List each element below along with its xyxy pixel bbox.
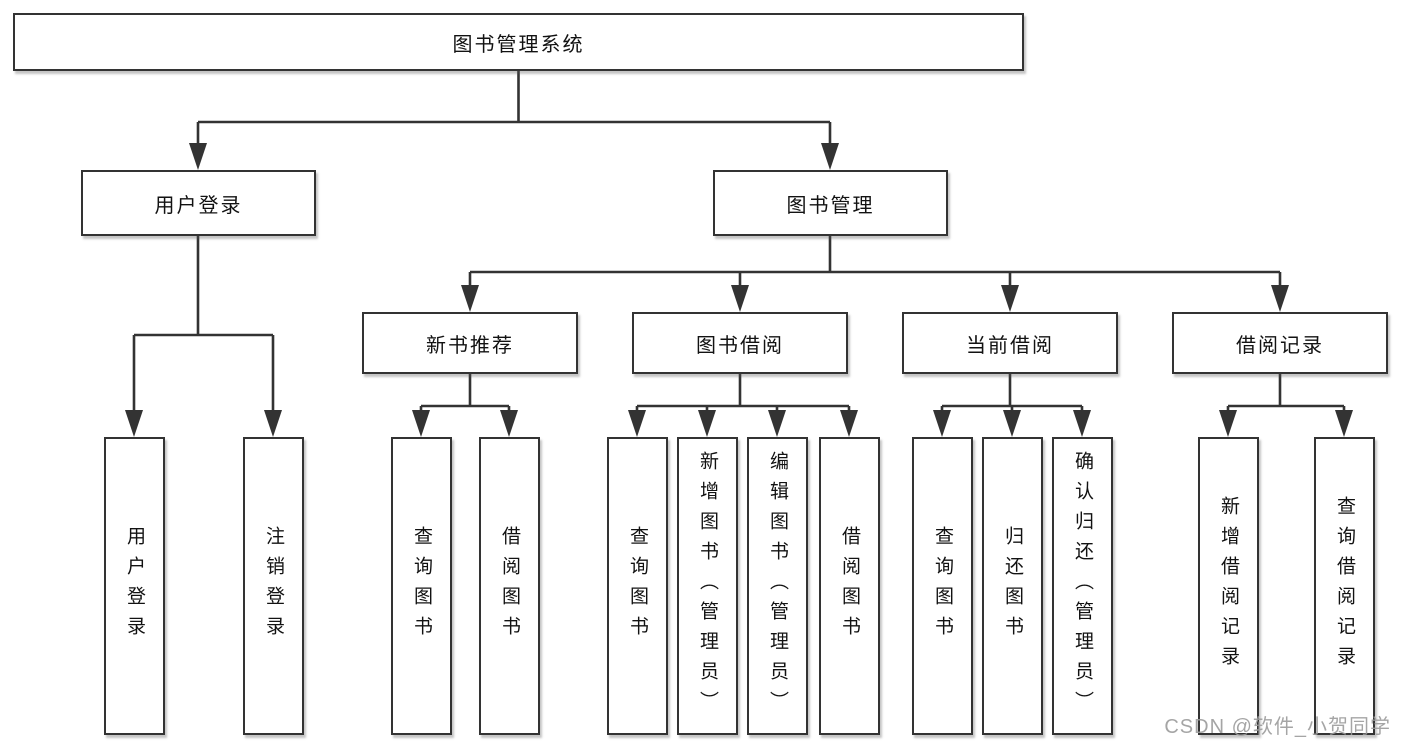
arrow-down-icon <box>500 410 518 437</box>
edge-bookborrow-to-leaves <box>628 374 858 437</box>
edge-newbook-to-leaves <box>412 374 518 437</box>
csdn-watermark: CSDN @软件_小贺同学 <box>1164 716 1391 738</box>
arrow-down-icon <box>1271 285 1289 312</box>
leaf-user-login-label: 用户登录 <box>124 526 145 646</box>
leaf-confirm-return-admin-label: 确认归还（管理员） <box>1072 451 1093 721</box>
edge-userlogin-to-leaves <box>125 236 282 437</box>
leaf-add-books-admin: 新增图书（管理员） <box>677 437 738 735</box>
leaf-query-books-borrow: 查询图书 <box>607 437 668 735</box>
leaf-add-borrow-record: 新增借阅记录 <box>1198 437 1259 735</box>
node-new-book-recommend-label: 新书推荐 <box>426 334 514 357</box>
arrow-down-icon <box>768 410 786 437</box>
node-current-borrow: 当前借阅 <box>902 312 1118 374</box>
leaf-borrow-books-recommend-label: 借阅图书 <box>499 526 520 646</box>
leaf-query-borrow-record-label: 查询借阅记录 <box>1334 496 1355 676</box>
node-user-login: 用户登录 <box>81 170 316 236</box>
arrow-down-icon <box>1003 410 1021 437</box>
leaf-edit-books-admin-label: 编辑图书（管理员） <box>767 451 788 721</box>
leaf-return-books-label: 归还图书 <box>1002 526 1023 646</box>
arrow-down-icon <box>264 410 282 437</box>
leaf-query-books-current-label: 查询图书 <box>932 526 953 646</box>
leaf-logout: 注销登录 <box>243 437 304 735</box>
leaf-borrow-books-label: 借阅图书 <box>839 526 860 646</box>
node-book-management-label: 图书管理 <box>786 194 875 217</box>
leaf-query-books-current: 查询图书 <box>912 437 973 735</box>
edge-bookmgmt-to-level3 <box>461 236 1289 312</box>
leaf-user-login: 用户登录 <box>104 437 165 735</box>
arrow-down-icon <box>628 410 646 437</box>
node-borrow-records: 借阅记录 <box>1172 312 1388 374</box>
leaf-query-borrow-record: 查询借阅记录 <box>1314 437 1375 735</box>
node-user-login-label: 用户登录 <box>154 194 243 217</box>
arrow-down-icon <box>698 410 716 437</box>
arrow-down-icon <box>840 410 858 437</box>
arrow-down-icon <box>821 143 839 170</box>
arrow-down-icon <box>189 143 207 170</box>
node-book-borrow-label: 图书借阅 <box>696 334 784 357</box>
leaf-logout-label: 注销登录 <box>263 526 284 646</box>
edge-root-to-level2 <box>189 70 839 170</box>
arrow-down-icon <box>412 410 430 437</box>
leaf-add-books-admin-label: 新增图书（管理员） <box>697 451 718 721</box>
node-new-book-recommend: 新书推荐 <box>362 312 578 374</box>
leaf-return-books: 归还图书 <box>982 437 1043 735</box>
arrow-down-icon <box>461 285 479 312</box>
arrow-down-icon <box>1073 410 1091 437</box>
node-root-label: 图书管理系统 <box>452 33 585 56</box>
node-root: 图书管理系统 <box>13 13 1024 71</box>
arrow-down-icon <box>731 285 749 312</box>
leaf-query-books-borrow-label: 查询图书 <box>627 526 648 646</box>
leaf-add-borrow-record-label: 新增借阅记录 <box>1218 496 1239 676</box>
leaf-borrow-books: 借阅图书 <box>819 437 880 735</box>
arrow-down-icon <box>1219 410 1237 437</box>
node-current-borrow-label: 当前借阅 <box>966 334 1054 357</box>
edge-currentborrow-to-leaves <box>933 374 1091 437</box>
node-borrow-records-label: 借阅记录 <box>1236 334 1324 357</box>
leaf-edit-books-admin: 编辑图书（管理员） <box>747 437 808 735</box>
arrow-down-icon <box>1335 410 1353 437</box>
node-book-management: 图书管理 <box>713 170 948 236</box>
leaf-query-books-recommend-label: 查询图书 <box>411 526 432 646</box>
edge-borrowrecords-to-leaves <box>1219 374 1353 437</box>
arrow-down-icon <box>125 410 143 437</box>
arrow-down-icon <box>933 410 951 437</box>
node-book-borrow: 图书借阅 <box>632 312 848 374</box>
arrow-down-icon <box>1001 285 1019 312</box>
leaf-query-books-recommend: 查询图书 <box>391 437 452 735</box>
leaf-borrow-books-recommend: 借阅图书 <box>479 437 540 735</box>
leaf-confirm-return-admin: 确认归还（管理员） <box>1052 437 1113 735</box>
